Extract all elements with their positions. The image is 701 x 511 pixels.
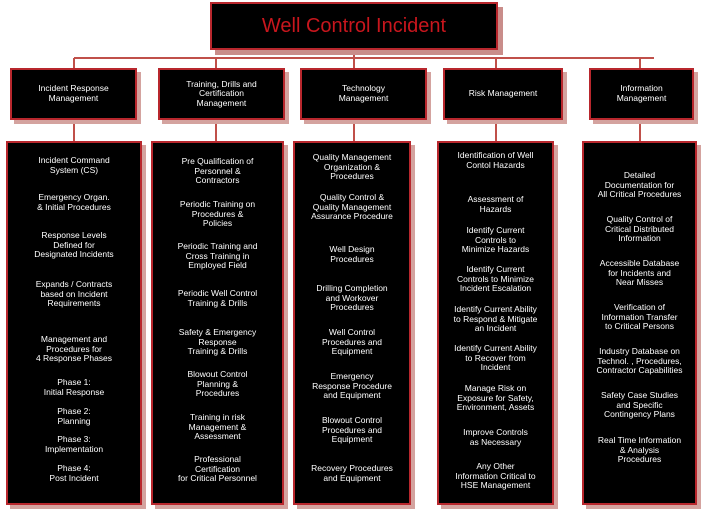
list-item: Blowout Control Planning & Procedures <box>187 369 248 399</box>
list-item: Phase 4: Post Incident <box>49 463 99 483</box>
list-item: Identify Current Controls to Minimize Ha… <box>461 225 530 255</box>
list-item: Assessment of Hazards <box>467 194 524 214</box>
column-information: Detailed Documentation for All Critical … <box>582 141 697 505</box>
list-item: Response Levels Defined for Designated I… <box>34 230 114 260</box>
list-item: Professional Certification for Critical … <box>178 454 257 484</box>
list-item: Management and Procedures for 4 Response… <box>35 334 113 364</box>
list-item: Periodic Training and Cross Training in … <box>177 241 258 271</box>
list-item: Drilling Completion and Workover Procedu… <box>316 283 388 313</box>
diagram-title: Well Control Incident <box>210 2 498 50</box>
list-item: Quality Management Organization & Proced… <box>312 152 392 182</box>
list-item: Recovery Procedures and Equipment <box>311 463 393 483</box>
list-item: Accessible Database for Incidents and Ne… <box>599 258 680 288</box>
list-item: Phase 3: Implementation <box>44 434 104 454</box>
header-incident-response: Incident Response Management <box>10 68 137 120</box>
column-training: Pre Qualification of Personnel & Contrac… <box>151 141 284 505</box>
column-risk: Identification of Well Contol Hazards As… <box>437 141 554 505</box>
list-item: Identify Current Ability to Respond & Mi… <box>453 304 538 334</box>
list-item: Expands / Contracts based on Incident Re… <box>35 279 113 309</box>
column-technology: Quality Management Organization & Proced… <box>293 141 411 505</box>
list-item: Phase 1: Initial Response <box>43 377 105 397</box>
list-item: Phase 2: Planning <box>57 406 91 426</box>
list-item: Well Control Procedures and Equipment <box>321 327 382 357</box>
list-item: Training in risk Management & Assessment <box>188 412 247 442</box>
list-item: Quality Control & Quality Management Ass… <box>311 192 393 222</box>
list-item: Verification of Information Transfer to … <box>601 302 678 332</box>
header-risk: Risk Management <box>443 68 563 120</box>
list-item: Pre Qualification of Personnel & Contrac… <box>181 156 254 186</box>
list-item: Blowout Control Procedures and Equipment <box>321 415 382 445</box>
list-item: Emergency Response Procedure and Equipme… <box>312 371 392 401</box>
column-incident-response: Incident Command System (CS) Emergency O… <box>6 141 142 505</box>
diagram-title-text: Well Control Incident <box>261 15 447 37</box>
list-item: Real Time Information & Analysis Procedu… <box>597 435 682 465</box>
list-item: Safety & Emergency Response Training & D… <box>178 327 257 357</box>
list-item: Incident Command System (CS) <box>38 155 110 175</box>
list-item: Improve Controls as Necessary <box>463 427 528 447</box>
header-information: Information Management <box>589 68 694 120</box>
header-label: Information Management <box>616 83 667 103</box>
list-item: Well Design Procedures <box>329 244 375 264</box>
header-label: Risk Management <box>468 88 538 99</box>
list-item: Identify Current Controls to Minimize In… <box>457 264 534 294</box>
header-technology: Technology Management <box>300 68 427 120</box>
list-item: Safety Case Studies and Specific Conting… <box>600 390 678 420</box>
list-item: Any Other Information Critical to HSE Ma… <box>455 461 536 491</box>
header-label: Training, Drills and Certification Manag… <box>186 78 257 108</box>
list-item: Emergency Organ. & Initial Procedures <box>37 192 111 212</box>
header-label: Incident Response Management <box>38 83 109 103</box>
list-item: Quality Control of Critical Distributed … <box>605 214 674 244</box>
header-label: Technology Management <box>338 83 389 103</box>
list-item: Industry Database on Technol. , Procedur… <box>596 346 683 376</box>
list-item: Identification of Well Contol Hazards <box>457 150 534 170</box>
list-item: Periodic Well Control Training & Drills <box>177 288 258 308</box>
list-item: Periodic Training on Procedures & Polici… <box>179 199 256 229</box>
header-training: Training, Drills and Certification Manag… <box>158 68 285 120</box>
list-item: Identify Current Ability to Recover from… <box>454 343 537 373</box>
list-item: Manage Risk on Exposure for Safety, Envi… <box>456 383 535 413</box>
list-item: Detailed Documentation for All Critical … <box>597 170 682 200</box>
